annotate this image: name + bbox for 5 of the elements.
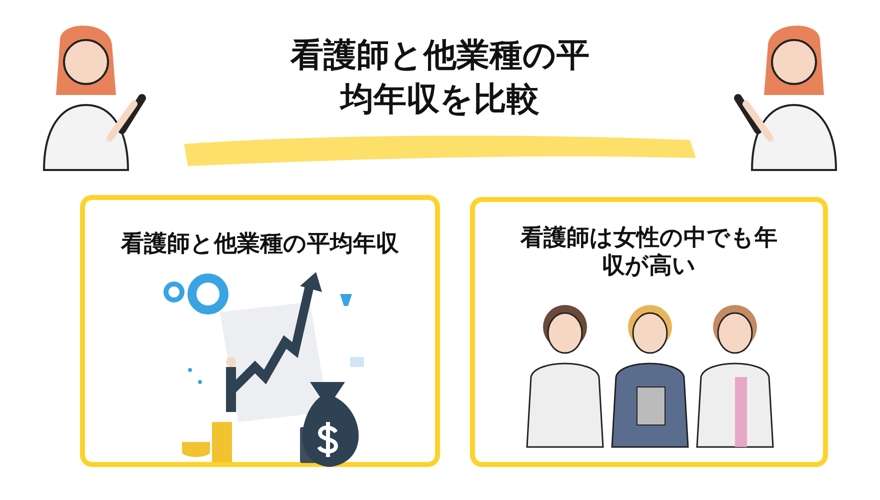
- card-heading: 看護師は女性の中でも年収が高い: [519, 224, 778, 280]
- card-heading: 看護師と他業種の平均年収: [120, 230, 400, 258]
- title: 看護師と他業種の平均年収を比較: [289, 34, 590, 120]
- card: [80, 195, 440, 467]
- card: [470, 197, 828, 467]
